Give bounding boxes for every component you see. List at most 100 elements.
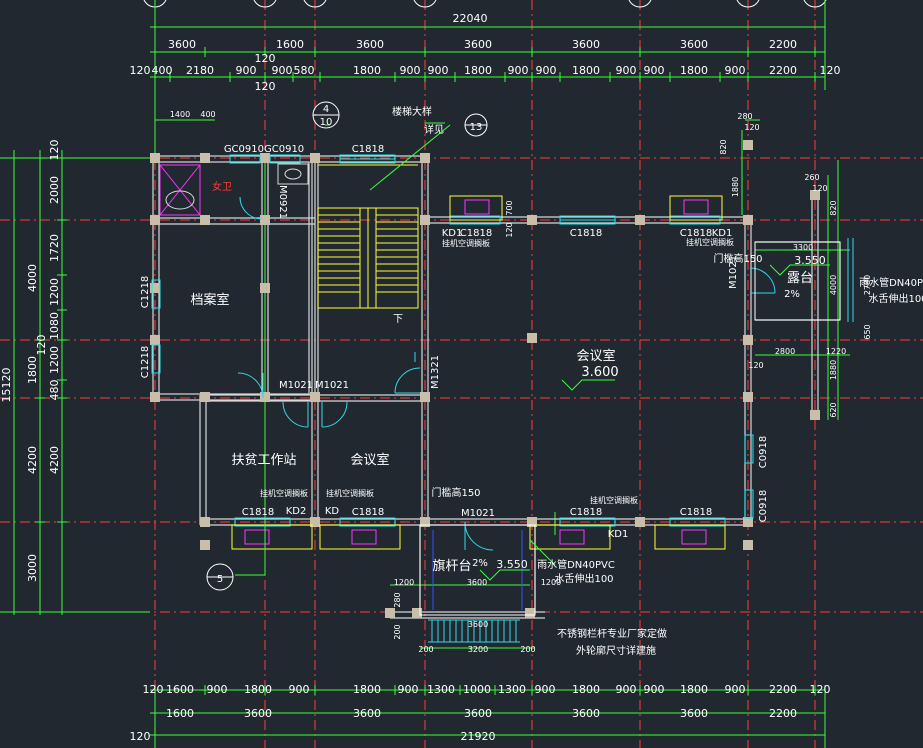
bottom-dim: 3600: [680, 707, 708, 720]
top-dim: 900: [272, 64, 293, 77]
bottom-dim: 1800: [572, 683, 600, 696]
bottom-dim: 1600: [166, 683, 194, 696]
threshold-label: 门槛高150: [713, 252, 762, 265]
drain-note: 水舌伸出100: [868, 292, 923, 305]
flag-slope: 2%: [472, 558, 488, 569]
top-dim: 120: [820, 64, 841, 77]
right-dim: 120: [744, 123, 759, 132]
bottom-dim: 1000: [463, 683, 491, 696]
top-dim: 2180: [186, 64, 214, 77]
top-dim: 400: [152, 64, 173, 77]
right-dim: 1880: [829, 360, 838, 380]
dim-label: 1200: [394, 578, 414, 587]
right-dim: 820: [829, 200, 838, 215]
top-dim: 3600: [572, 38, 600, 51]
drain-note: 水舌伸出100: [554, 572, 613, 585]
bottom-dim: 1300: [498, 683, 526, 696]
railing-note: 外轮廓尺寸详建施: [576, 644, 656, 657]
right-dim: 2780: [863, 275, 872, 295]
top-dim: 900: [236, 64, 257, 77]
bottom-dim: 900: [616, 683, 637, 696]
left-dim: 4200: [48, 446, 61, 474]
window-label: C1818: [570, 228, 602, 239]
kd-label: KD1: [712, 228, 733, 239]
bottom-dim: 2200: [769, 683, 797, 696]
top-dim: 120: [255, 80, 276, 93]
ref-bubbles: [206, 101, 488, 591]
right-dim: 2800: [775, 347, 795, 356]
axis-bubble: [736, 0, 760, 8]
bottom-dim: 900: [207, 683, 228, 696]
elevation-marks: [479, 264, 830, 581]
bottom-dim: 1300: [427, 683, 455, 696]
bottom-dim: 120: [130, 730, 151, 743]
bottom-dim: 900: [725, 683, 746, 696]
ac-platforms: [231, 195, 726, 550]
bottom-dim: 1800: [680, 683, 708, 696]
kd-label: KD2: [286, 506, 307, 517]
doors: [237, 196, 776, 551]
bottom-dim: 900: [535, 683, 556, 696]
axis-bubble: [628, 0, 652, 8]
bottom-dim: 3600: [464, 707, 492, 720]
ac-note: 挂机空调搁板: [260, 488, 308, 498]
dim-label: 1200: [541, 578, 561, 587]
bottom-dim: 3600: [244, 707, 272, 720]
ref-label: 10: [320, 117, 333, 128]
bottom-dim: 1800: [353, 683, 381, 696]
window-label: C1818: [680, 228, 712, 239]
top-dim: 900: [536, 64, 557, 77]
top-dim: 900: [400, 64, 421, 77]
terrace-elev: 3.550: [794, 254, 826, 267]
right-dim: 820: [719, 139, 728, 154]
dim-label: 200: [520, 645, 535, 654]
railing-note: 不锈钢栏杆专业厂家定做: [557, 627, 667, 640]
bottom-dim: 900: [289, 683, 310, 696]
door-label: M1021: [461, 508, 495, 519]
window-label: C1818: [352, 507, 384, 518]
top-dim: 900: [644, 64, 665, 77]
dim-label: 3600: [467, 578, 487, 587]
left-dim: 1200: [48, 278, 61, 306]
drain-note: 雨水管DN40PVC: [537, 558, 615, 571]
dimension-lines: [0, 0, 850, 748]
left-dim: 4200: [26, 446, 39, 474]
door-label: M1021: [279, 380, 313, 391]
right-dim: 260: [804, 173, 819, 182]
columns: [150, 140, 820, 618]
bottom-dim: 3600: [353, 707, 381, 720]
door-label: M1321: [430, 355, 441, 389]
axis-bubble: [253, 0, 277, 8]
left-dim: 1720: [48, 234, 61, 262]
room-labels: 档案室 会议室 扶贫工作站 会议室 3.600 女卫 露台 2% 3.550 旗…: [190, 180, 825, 574]
top-dim: 3600: [168, 38, 196, 51]
ref-label: 13: [470, 122, 483, 133]
right-dim: 4000: [829, 275, 838, 295]
dim-label: 280: [393, 592, 402, 607]
platform-outlines: [419, 238, 854, 643]
left-dim: 1800: [26, 356, 39, 384]
top-dim: 3600: [464, 38, 492, 51]
left-dim: 120: [48, 140, 61, 161]
left-dim: 2000: [48, 176, 61, 204]
room-meeting-elev: 3.600: [581, 365, 618, 380]
stair-note: 楼梯大样: [392, 105, 432, 118]
top-dim: 3600: [356, 38, 384, 51]
right-dim: 620: [829, 402, 838, 417]
room-toilet: 女卫: [212, 180, 232, 193]
right-dimension-texts: 280 120 820 1880 260 120 820 3300 2780 4…: [719, 112, 872, 418]
bottom-dim: 1600: [166, 707, 194, 720]
bottom-dim: 3600: [572, 707, 600, 720]
top-dim: 120: [130, 64, 151, 77]
window-label: C1818: [460, 228, 492, 239]
window-label: C1218: [140, 346, 151, 378]
window-label: C1218: [140, 276, 151, 308]
left-dimension-texts: 15120 4000 1800 4200 3000 120 2000 1720 …: [0, 140, 61, 583]
window-label: C1818: [680, 507, 712, 518]
right-dim: 3300: [793, 243, 813, 252]
kd-label: KD1: [608, 529, 629, 540]
right-dim: 120: [812, 184, 827, 193]
left-dim: 1080: [48, 312, 61, 340]
door-label: M1021: [315, 380, 349, 391]
